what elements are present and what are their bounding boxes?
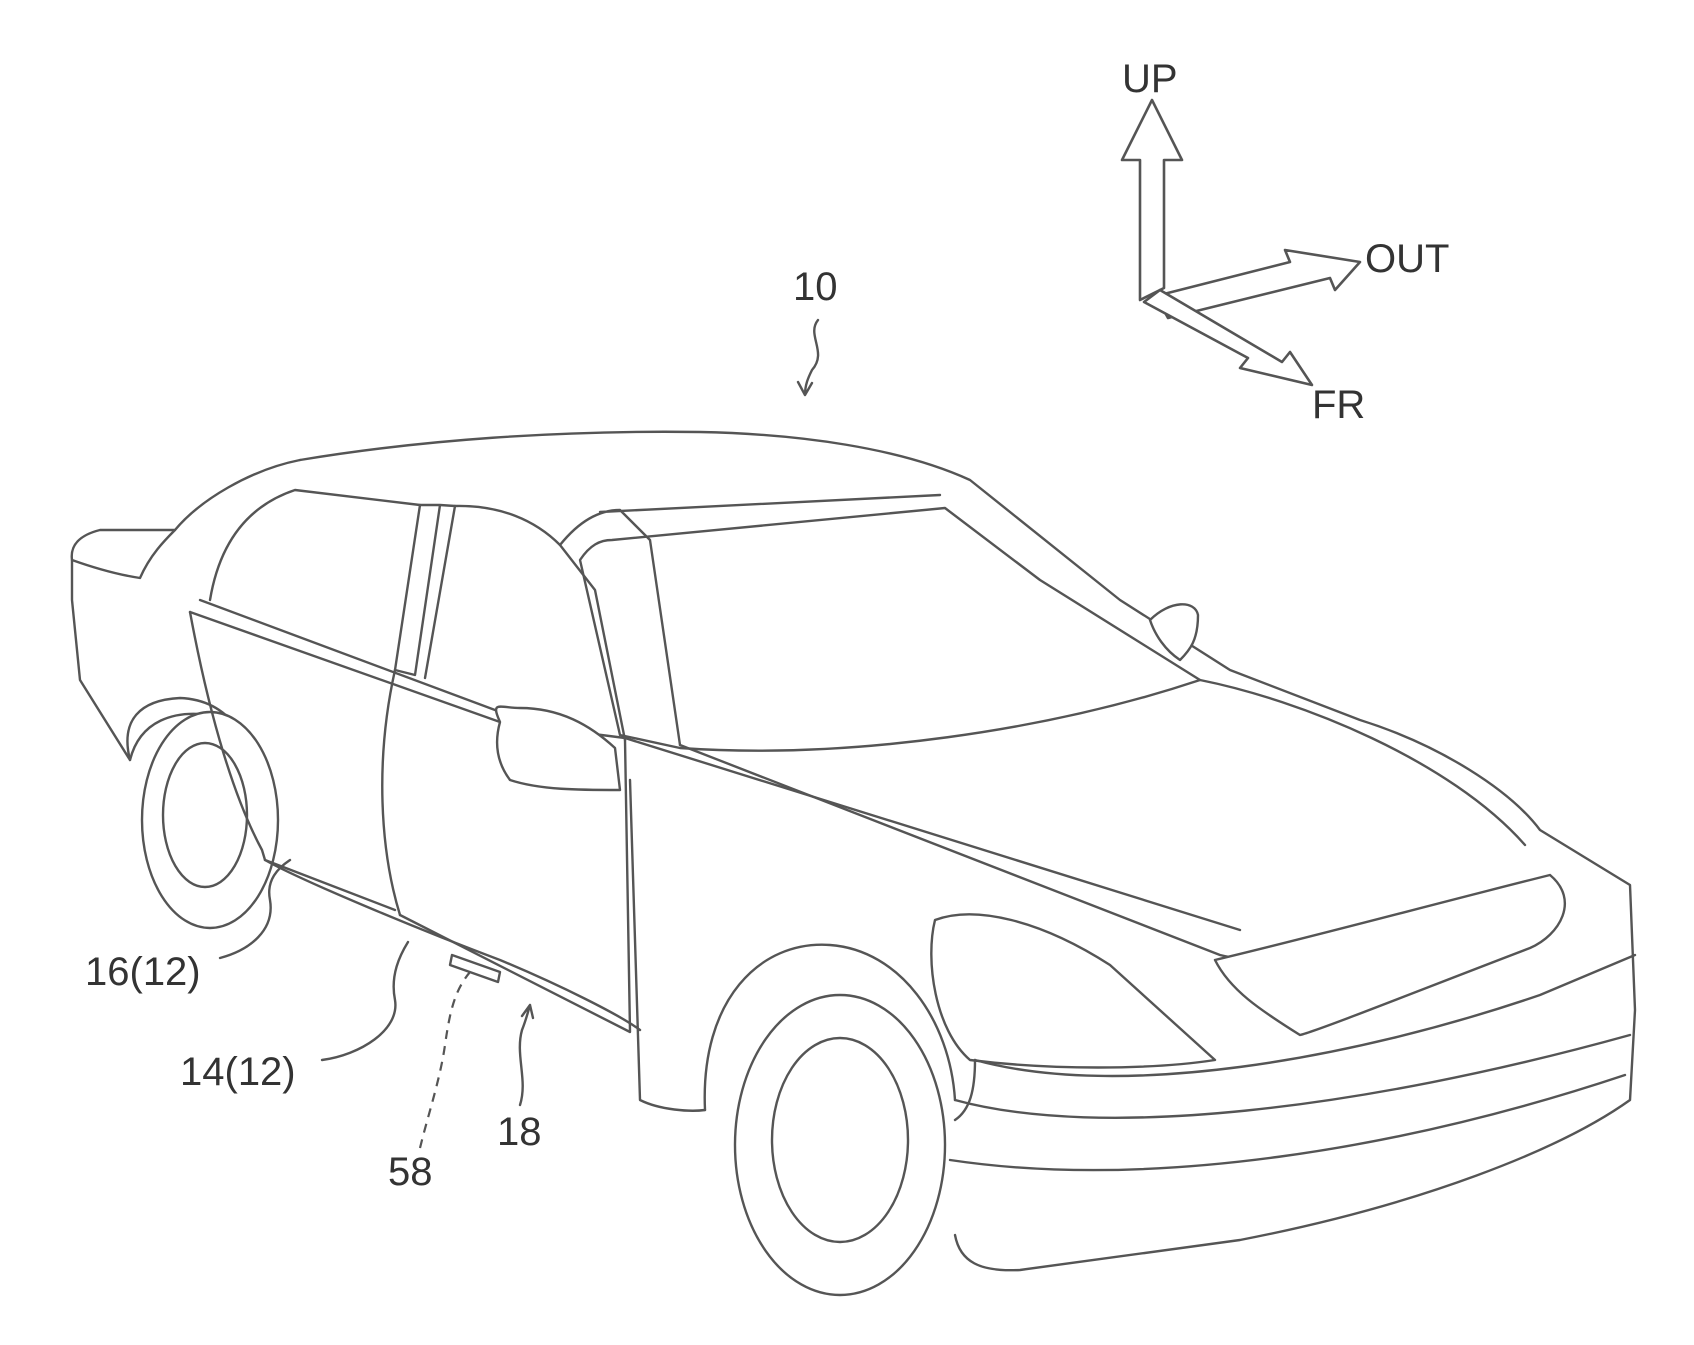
belt-line-lower bbox=[200, 600, 495, 710]
vehicle-drawing bbox=[72, 432, 1635, 1295]
b-pillar-door-seam bbox=[382, 670, 400, 915]
direction-indicator: UP OUT FR bbox=[1122, 57, 1449, 427]
windshield bbox=[580, 508, 1200, 751]
label-vehicle: 10 bbox=[793, 265, 838, 309]
front-wheel-tire bbox=[735, 995, 945, 1295]
b-pillar bbox=[395, 505, 455, 678]
leader-dashed-part bbox=[420, 972, 470, 1148]
up-label: UP bbox=[1122, 57, 1178, 101]
label-front-door: 14(12) bbox=[180, 1050, 296, 1094]
far-side-mirror bbox=[1150, 604, 1198, 660]
side-mirror bbox=[496, 707, 620, 790]
label-rear-door: 16(12) bbox=[85, 950, 201, 994]
up-arrow-icon bbox=[1122, 100, 1182, 300]
front-grille bbox=[1215, 875, 1565, 1035]
front-label: FR bbox=[1312, 383, 1365, 427]
belt-line bbox=[190, 612, 1240, 930]
label-rocker: 18 bbox=[497, 1110, 542, 1154]
rocker-molding-58 bbox=[450, 955, 500, 982]
label-dashed-part: 58 bbox=[388, 1150, 433, 1194]
a-pillar bbox=[560, 495, 940, 745]
leader-vehicle bbox=[798, 320, 818, 395]
leader-rocker bbox=[520, 1005, 533, 1105]
trunk-lid-line bbox=[72, 530, 175, 578]
leader-front-door bbox=[322, 942, 408, 1060]
out-label: OUT bbox=[1365, 237, 1449, 281]
